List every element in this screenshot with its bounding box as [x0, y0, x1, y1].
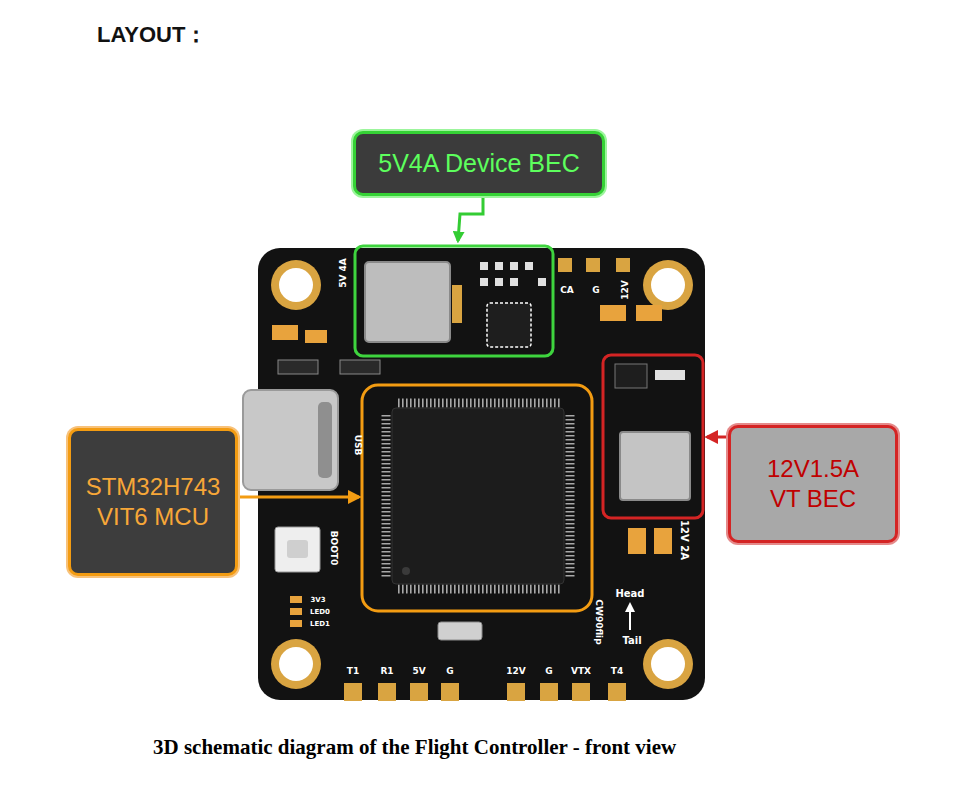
inductor: [365, 262, 450, 342]
mcu-chip: [392, 408, 564, 584]
mounting-hole: [643, 260, 693, 310]
boot-button-cap: [287, 540, 308, 558]
chip-pins: [566, 415, 575, 577]
chip-pins: [398, 399, 560, 408]
pin-label: 5V 4A: [339, 258, 348, 288]
pin-label: G: [592, 286, 599, 295]
mounting-hole: [651, 268, 685, 302]
pin-label: USB: [353, 435, 362, 456]
solder-pad: [608, 683, 626, 701]
highlight-outline: [362, 385, 592, 611]
mounting-hole: [271, 260, 321, 310]
solder-pad: [572, 683, 590, 701]
capacitor: [305, 330, 327, 343]
mounting-hole: [279, 268, 313, 302]
solder-pad: [441, 683, 459, 701]
boot-button: [275, 527, 320, 572]
callout-box: 12V1.5A VT BEC: [728, 425, 898, 543]
pin1-dot: [402, 567, 410, 575]
bec-ic: [615, 364, 647, 388]
smd-part: [525, 262, 533, 270]
smd-part: [495, 278, 503, 286]
bec-ic: [487, 303, 531, 347]
pin-label: G: [446, 667, 453, 676]
highlight-outline: [355, 246, 553, 356]
chip-pins: [398, 585, 560, 594]
usb-c-opening: [318, 402, 332, 478]
pin-label: 12V 2A: [679, 520, 689, 560]
smd-part: [538, 278, 546, 286]
solder-pad: [344, 683, 362, 701]
mounting-hole: [651, 647, 685, 681]
callout-text: 12V1.5A VT BEC: [756, 454, 871, 514]
smd-part: [655, 370, 685, 380]
pin-label: 3V3: [310, 597, 325, 604]
pin-label: LED1: [310, 621, 330, 628]
led: [290, 596, 302, 603]
smd-part: [510, 278, 518, 286]
solder-pad: [586, 258, 600, 272]
mounting-hole: [271, 639, 321, 689]
pin-label: Head: [615, 589, 644, 599]
capacitor: [636, 305, 662, 321]
solder-pad: [558, 258, 572, 272]
pin-label: T4: [611, 667, 623, 676]
pin-label: 5V: [412, 667, 425, 676]
solder-pad: [540, 683, 558, 701]
capacitor: [272, 325, 298, 340]
solder-pad: [410, 683, 428, 701]
smd-pad: [452, 285, 462, 323]
smd-part: [495, 262, 503, 270]
pin-label: T1: [347, 667, 359, 676]
diode: [340, 360, 380, 374]
led: [290, 620, 302, 627]
capacitor: [628, 528, 646, 554]
smd-part: [480, 262, 488, 270]
solder-pad: [507, 683, 525, 701]
mounting-hole: [643, 639, 693, 689]
pin-label: 12V: [621, 280, 630, 300]
pin-label: Tail: [622, 636, 641, 646]
callout-text: 5V4A Device BEC: [378, 148, 580, 179]
page-title: LAYOUT：: [97, 20, 207, 50]
leader-arrow: [238, 496, 359, 499]
callout-box: STM32H743 VIT6 MCU: [68, 428, 238, 576]
led: [290, 608, 302, 615]
pin-label: VTX: [571, 667, 591, 676]
chip-pins: [382, 415, 391, 577]
smd-part: [480, 278, 488, 286]
callout-box: 5V4A Device BEC: [353, 131, 605, 196]
orientation-arrow: [629, 604, 631, 630]
pcb-board: [258, 248, 705, 700]
capacitor: [600, 305, 626, 321]
pin-label: 12V: [506, 667, 526, 676]
figure-caption: 3D schematic diagram of the Flight Contr…: [153, 735, 676, 760]
solder-pad: [616, 258, 630, 272]
inductor: [620, 432, 690, 500]
pin-label: G: [545, 667, 552, 676]
pin-label: CA: [560, 286, 574, 295]
usb-c-port: [243, 390, 338, 490]
mounting-hole: [279, 647, 313, 681]
crystal: [438, 622, 482, 640]
leader-arrow: [458, 197, 483, 241]
pin-label: CW90flip: [594, 599, 603, 644]
highlight-outline: [603, 355, 703, 518]
pin-label: BOOT0: [329, 531, 338, 566]
capacitor: [654, 528, 672, 554]
smd-part: [510, 262, 518, 270]
callout-text: STM32H743 VIT6 MCU: [78, 472, 228, 532]
pin-label: R1: [380, 667, 393, 676]
pin-label: LED0: [310, 609, 330, 616]
diode: [278, 360, 318, 374]
solder-pad: [378, 683, 396, 701]
